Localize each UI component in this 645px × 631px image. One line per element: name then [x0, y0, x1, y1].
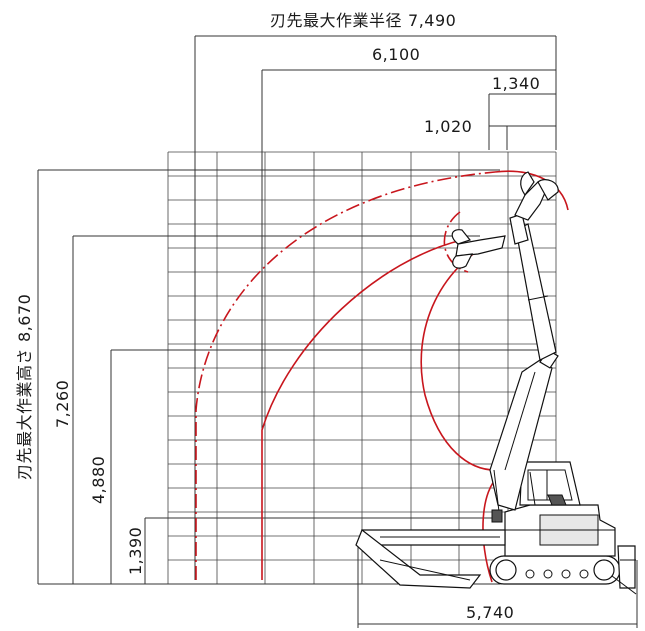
- radius-1020-label: 1,020: [424, 117, 472, 136]
- dozer-blade: [611, 545, 637, 595]
- operator-cab: [519, 461, 581, 506]
- attachment-arc-large: [420, 235, 506, 471]
- left-dimensions: 刃先最大作業高さ8,670 7,260 4,880 1,390: [15, 169, 545, 585]
- crusher-jaw-lower: [451, 229, 506, 269]
- crusher-jaw-upper: [514, 171, 559, 221]
- demolition-machine: [355, 171, 637, 595]
- crawler-track: [489, 555, 621, 585]
- reach-solid-envelope: [261, 239, 463, 580]
- max-reach-dashed-envelope: [195, 171, 496, 580]
- attachment-arc-top: [494, 170, 569, 211]
- upper-structure: [504, 504, 616, 557]
- arm: [509, 213, 557, 361]
- front-attachment-lowered: [355, 529, 506, 589]
- hydraulic-details: [491, 469, 536, 523]
- radius-1340-label: 1,340: [492, 74, 540, 93]
- height-4880-label: 4,880: [89, 456, 108, 504]
- height-7260-label: 7,260: [53, 380, 72, 428]
- height-1390-label: 1,390: [126, 527, 145, 575]
- radius-6100-label: 6,100: [372, 45, 420, 64]
- max-height-text: 刃先最大作業高さ8,670: [15, 294, 34, 480]
- tail-length-label: 5,740: [466, 603, 514, 622]
- bottom-dimensions: 5,740: [357, 540, 638, 628]
